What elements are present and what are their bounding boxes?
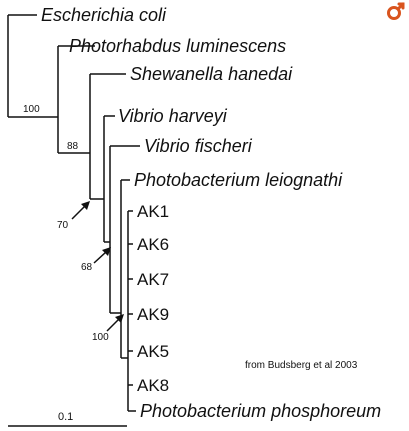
branch-inner-100-clade (121, 211, 129, 411)
support-value-100-outer: 100 (23, 104, 40, 115)
isolate-labels: AK1 AK6 AK7 AK9 AK5 AK8 (137, 202, 169, 395)
taxon-photorhabdus-luminescens: Photorhabdus luminescens (69, 36, 286, 56)
isolate-label: AK8 (137, 376, 169, 395)
support-values: 100 88 70 68 100 (23, 104, 109, 343)
branch-inner-68 (110, 180, 122, 358)
isolate-label: AK6 (137, 235, 169, 254)
taxon-labels: Escherichia coli Photorhabdus luminescen… (41, 5, 381, 421)
branch-inner-70 (104, 146, 111, 313)
taxon-shewanella-hanedai: Shewanella hanedai (130, 64, 293, 84)
branch-inner-vibrio (90, 116, 105, 242)
isolate-label: AK7 (137, 270, 169, 289)
support-value-68: 68 (81, 262, 93, 273)
female-symbol-icon (387, 2, 405, 20)
isolate-label: AK1 (137, 202, 169, 221)
taxon-escherichia-coli: Escherichia coli (41, 5, 167, 25)
arrow-68 (93, 247, 111, 264)
taxon-photobacterium-phosphoreum: Photobacterium phosphoreum (140, 401, 381, 421)
taxon-vibrio-harveyi: Vibrio harveyi (118, 106, 228, 126)
arrow-100 (106, 314, 124, 332)
support-value-70: 70 (57, 220, 69, 231)
figure-credit: from Budsberg et al 2003 (245, 360, 358, 371)
scale-bar: 0.1 (8, 411, 127, 427)
scale-bar-label: 0.1 (58, 411, 73, 423)
branch-inner-88 (58, 74, 91, 199)
taxon-photobacterium-leiognathi: Photobacterium leiognathi (134, 170, 343, 190)
support-value-100-inner: 100 (92, 332, 109, 343)
branch-ak-isolates (128, 210, 133, 386)
branch-inner-100 (8, 46, 59, 153)
isolate-label: AK5 (137, 342, 169, 361)
tree-branches (7, 14, 140, 412)
support-value-88: 88 (67, 141, 79, 152)
taxon-vibrio-fischeri: Vibrio fischeri (144, 136, 253, 156)
isolate-label: AK9 (137, 305, 169, 324)
support-arrows (71, 201, 124, 332)
arrow-70 (71, 201, 90, 220)
